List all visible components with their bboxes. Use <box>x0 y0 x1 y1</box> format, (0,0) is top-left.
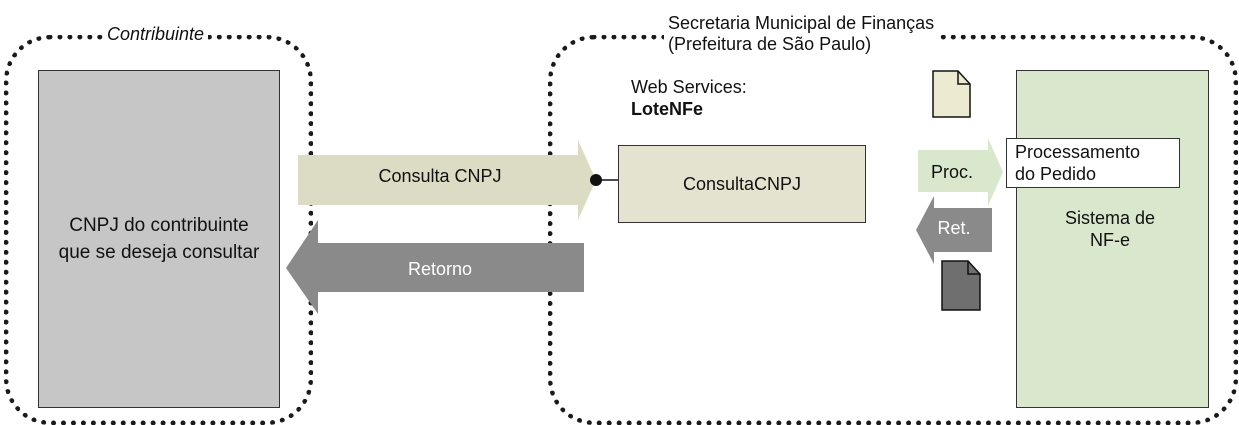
contribuinte-title: Contribuinte <box>103 24 209 45</box>
proc-arrow <box>918 138 1003 206</box>
contribuinte-box-line2: que se deseja consultar <box>58 242 260 263</box>
nfe-system-line2: NF-e <box>1090 230 1130 250</box>
processamento-line1: Processamento <box>1015 142 1141 162</box>
web-services-label: Web Services: LoteNFe <box>631 76 747 120</box>
consulta-cnpj-service-box: ConsultaCNPJ <box>618 145 866 223</box>
nfe-system-label: Sistema de NF-e <box>1040 207 1180 251</box>
consulta-cnpj-service-label: ConsultaCNPJ <box>682 173 802 194</box>
interface-connector-icon <box>590 174 602 186</box>
secretaria-title: Secretaria Municipal de Finanças (Prefei… <box>664 13 939 55</box>
secretaria-title-line1: Secretaria Municipal de Finanças <box>668 13 935 33</box>
processamento-line2: do Pedido <box>1015 164 1097 184</box>
consulta-cnpj-arrow <box>298 140 596 220</box>
contribuinte-box: CNPJ do contribuinte que se deseja consu… <box>38 70 280 408</box>
web-services-caption: Web Services: <box>631 77 747 97</box>
retorno-arrow <box>286 220 584 314</box>
ret-label: Ret. <box>937 218 971 238</box>
document-dark-icon <box>941 260 981 311</box>
web-service-name: LoteNFe <box>631 99 703 119</box>
document-light-icon <box>932 70 971 118</box>
nfe-system-box <box>1016 70 1209 408</box>
nfe-system-line1: Sistema de <box>1064 208 1156 228</box>
secretaria-title-line2: (Prefeitura de São Paulo) <box>668 34 872 54</box>
consulta-cnpj-label: Consulta CNPJ <box>378 166 502 186</box>
retorno-label: Retorno <box>407 259 473 279</box>
ret-arrow <box>916 196 992 264</box>
processamento-box: Processamento do Pedido <box>1006 138 1180 188</box>
contribuinte-box-line1: CNPJ do contribuinte <box>69 215 249 236</box>
proc-label: Proc. <box>930 162 973 182</box>
